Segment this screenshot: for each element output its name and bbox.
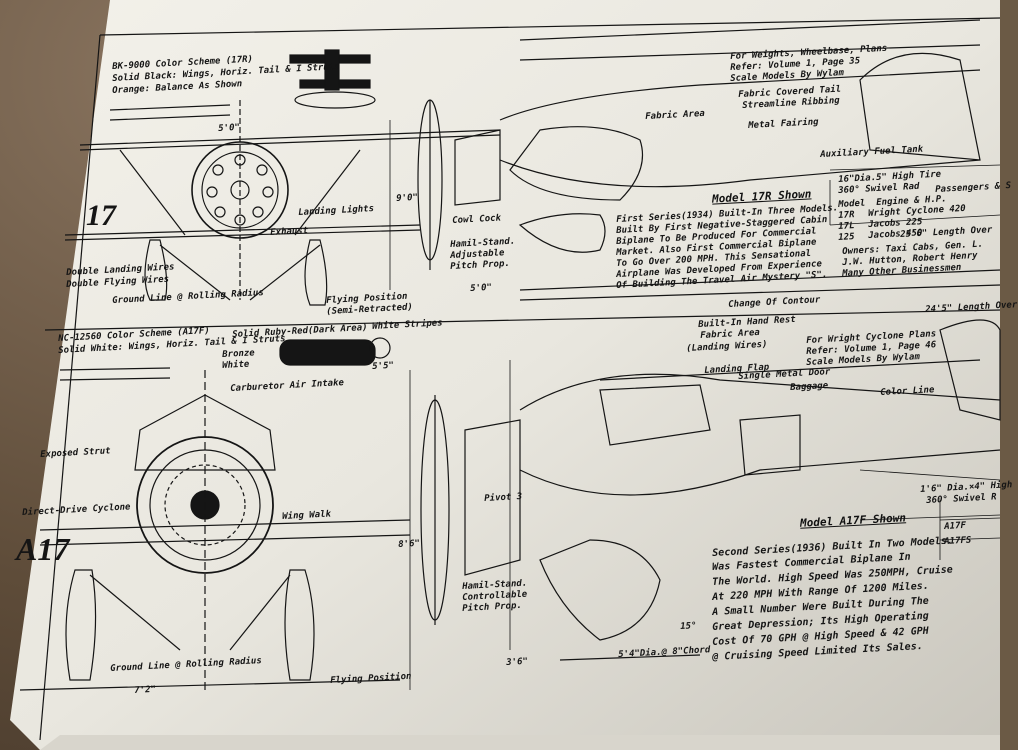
- note-exhaust: Exhaust: [270, 226, 309, 238]
- table-model-a17f: A17F: [944, 520, 967, 532]
- label-17: 17: [86, 199, 117, 232]
- dim-7: 15°: [680, 621, 697, 632]
- table-model-header: Model: [838, 198, 866, 210]
- dim-1: 5'5": [372, 360, 395, 372]
- table-model-125: 125: [838, 232, 855, 243]
- note-baggage: Baggage: [790, 381, 829, 393]
- dim-6: 9'0": [396, 192, 419, 204]
- dim-2: 7'2": [134, 684, 157, 696]
- side-view-17r: [417, 19, 1001, 301]
- side-view-a17f: [420, 319, 1001, 661]
- note-white: White: [222, 359, 250, 371]
- paper: [10, 0, 1000, 750]
- note-engine-ref: Pivot 3: [484, 492, 523, 504]
- small-plane-icons: [109, 49, 391, 366]
- table-model-17l: 17L: [838, 221, 855, 232]
- note-bronze: Bronze: [222, 348, 255, 360]
- front-view-a17: [19, 367, 411, 691]
- dim-5: 8'6": [398, 538, 421, 550]
- dim-10: 5'0": [470, 282, 493, 294]
- dim-3: 3'6": [506, 656, 529, 668]
- dim-top: 5'0": [218, 122, 241, 134]
- technical-drawing: [19, 17, 1001, 741]
- label-a17: A17: [14, 531, 71, 567]
- dimension-lines: [389, 120, 1001, 690]
- table-model-17r: 17R: [838, 210, 855, 221]
